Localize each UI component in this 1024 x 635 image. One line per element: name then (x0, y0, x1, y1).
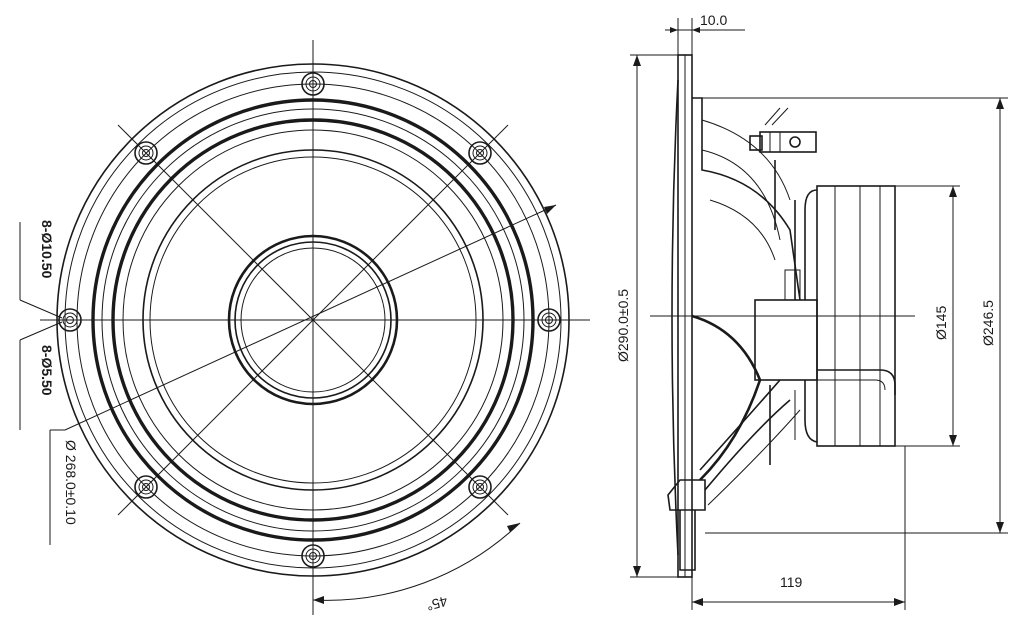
hole-leader-upper (19, 299, 63, 319)
basket-upper-rib-3 (709, 199, 776, 261)
dim-290-arrow-top (633, 55, 641, 66)
basket-lower-rib-3 (707, 409, 801, 506)
mount-holes-small-label: 8-Ø5.50 (39, 345, 55, 396)
terminal-hole (789, 136, 801, 148)
angle-arc (312, 522, 521, 601)
dim-119-arrow-right (894, 598, 905, 606)
leader-arrow (544, 205, 556, 214)
dim-119-arrow-left (692, 598, 703, 606)
terminal-body (759, 131, 817, 153)
mounting-hole (301, 544, 325, 568)
bolt-circle-label: Ø 268.0±0.10 (63, 440, 79, 525)
magnet-bracket-inner (817, 379, 886, 391)
magnet-bracket (817, 369, 896, 395)
dim-246-arrow-top (996, 98, 1004, 109)
mounting-hole (468, 475, 492, 499)
side-view: 10.0 Ø290.0±0.5 Ø145 Ø246.5 119 (615, 12, 1008, 610)
dim-10-arrow-right (692, 27, 700, 33)
mounting-hole (301, 72, 325, 96)
pole-piece (754, 299, 818, 381)
dim-145-arrow-bottom (949, 435, 957, 446)
cutout-diameter-label: Ø246.5 (980, 300, 996, 346)
basket-upper-outer (692, 97, 801, 301)
angle-arrow-end (507, 523, 520, 532)
angle-arrow-start (313, 596, 324, 604)
basket-lower-rib-1 (699, 379, 781, 471)
hole-leader-lower (19, 321, 63, 341)
bolt-circle-leader (64, 204, 557, 431)
dim-246-arrow-bottom (996, 522, 1004, 533)
magnet-diameter-label: Ø145 (933, 306, 949, 340)
vent-slot (784, 269, 796, 301)
lower-foot (667, 479, 706, 511)
mounting-hole (468, 141, 492, 165)
basket-upper-rib-2 (701, 149, 781, 241)
front-view: 8-Ø10.50 8-Ø5.50 Ø 268.0±0.10 45° (19, 40, 590, 615)
mounting-hole (134, 475, 158, 499)
basket-lower-rib-2 (704, 399, 791, 491)
depth-label: 119 (780, 574, 803, 590)
angle-label: 45° (425, 593, 450, 614)
magnet-front-edge-lower (804, 380, 818, 443)
mounting-hole (134, 141, 158, 165)
lower-foot-leg (679, 510, 696, 571)
flange-thickness-label: 10.0 (700, 12, 727, 28)
outer-diameter-label: Ø290.0±0.5 (615, 289, 631, 362)
magnet (816, 185, 896, 447)
diagonal-centerline-2 (117, 124, 509, 516)
dim-290-arrow-bottom (633, 566, 641, 577)
mounting-holes (58, 72, 561, 568)
surround-profile (671, 79, 679, 556)
terminal-pin (764, 107, 781, 126)
cone-lower-curve (691, 314, 762, 481)
mounting-hole (537, 308, 561, 332)
terminal (749, 107, 817, 153)
dim-10-arrow-left (670, 27, 678, 33)
terminal-tab (749, 135, 763, 151)
mounting-hole (58, 308, 82, 332)
dim-145-arrow-top (949, 186, 957, 197)
mount-holes-large-label: 8-Ø10.50 (39, 220, 55, 279)
magnet-front-edge (804, 189, 818, 300)
